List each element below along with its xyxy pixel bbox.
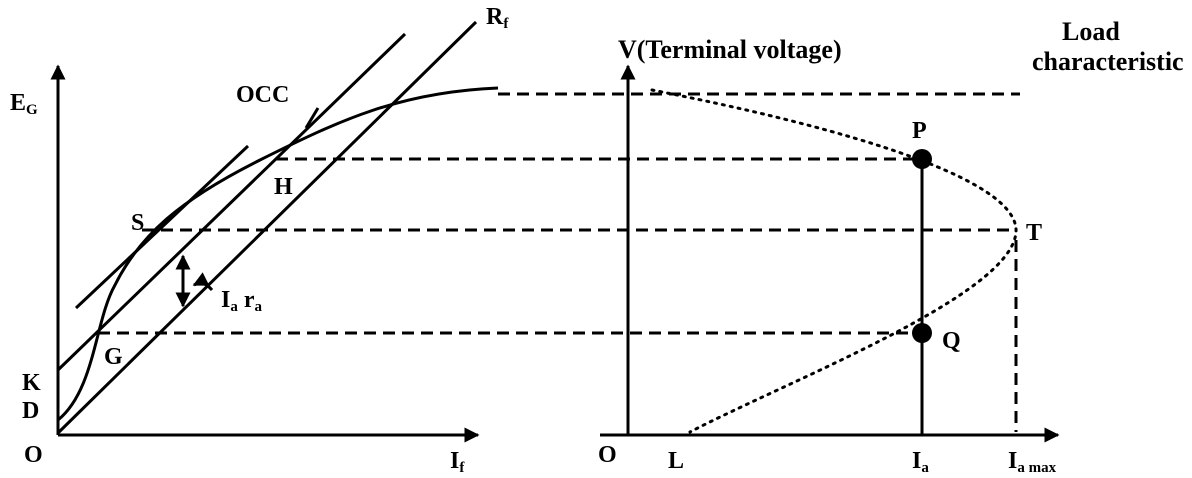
point-l-label: L [668, 448, 684, 474]
load-characteristic-curve [650, 88, 1018, 434]
point-q-marker [912, 323, 932, 343]
armature-drop-label: Ia ra [221, 287, 263, 315]
left-plot: EG If O OCC Rf S H G K D Ia ra [10, 4, 509, 476]
right-plot: V(Terminal voltage) Load characteristic … [598, 17, 1184, 476]
right-y-axis-label: V(Terminal voltage) [618, 35, 842, 64]
x-tick-ia-label: Ia [912, 448, 929, 476]
projection-lines [98, 92, 1020, 432]
left-x-axis-label: If [450, 448, 465, 476]
occ-label: OCC [236, 82, 289, 108]
point-p-label: P [912, 118, 927, 144]
point-d-label: D [22, 398, 39, 424]
x-tick-iamax-label: Ia max [1008, 448, 1057, 476]
right-origin-label: O [598, 442, 617, 468]
point-s-label: S [131, 210, 144, 236]
point-p-marker [912, 149, 932, 169]
tangent-line-at-s [74, 144, 250, 310]
left-y-axis-label: EG [10, 90, 38, 118]
rf-label: Rf [486, 4, 509, 32]
field-resistance-line [56, 20, 478, 435]
occ-label-pointer [304, 107, 320, 129]
load-characteristic-label-line2: characteristic [1032, 47, 1184, 76]
point-t-label: T [1026, 220, 1042, 246]
point-q-label: Q [942, 328, 961, 354]
point-g-label: G [104, 344, 123, 370]
load-characteristic-label-line1: Load [1062, 17, 1120, 46]
left-origin-label: O [24, 442, 43, 468]
point-h-label: H [274, 174, 293, 200]
shifted-parallel-line [56, 32, 407, 372]
armature-drop-pointer [192, 272, 214, 292]
point-k-label: K [22, 370, 41, 396]
